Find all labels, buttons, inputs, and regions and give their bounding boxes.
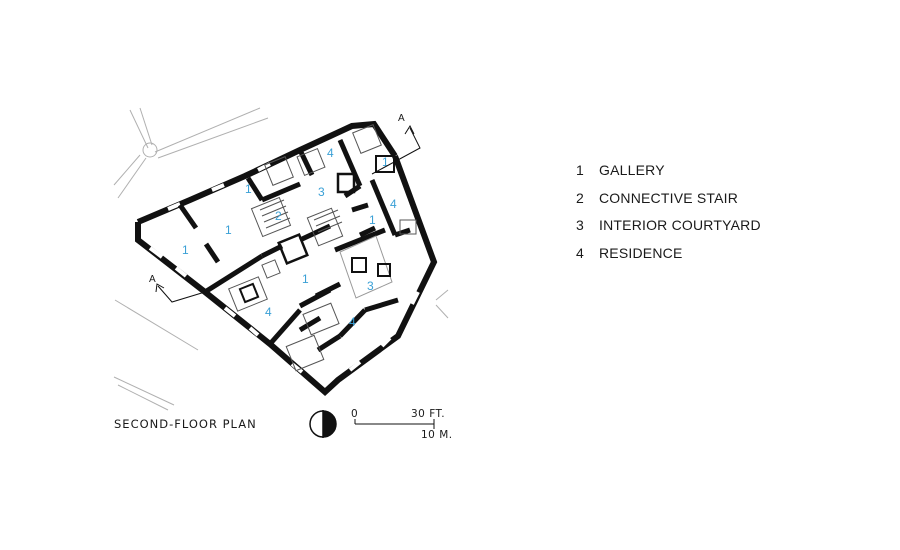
room-label-residence: 4 (327, 146, 334, 160)
room-labels: 1 1 1 1 1 1 2 3 3 4 4 4 4 (182, 146, 397, 329)
room-label-connective-stair: 2 (275, 209, 282, 223)
room-label-gallery: 1 (382, 155, 389, 169)
section-marker-bottom (155, 283, 206, 303)
room-label-gallery: 1 (245, 182, 252, 196)
room-label-residence: 4 (390, 197, 397, 211)
plan-title: SECOND-FLOOR PLAN (114, 417, 257, 431)
legend-number: 2 (576, 189, 584, 206)
room-label-gallery: 1 (182, 243, 189, 257)
interior-walls (177, 139, 411, 353)
legend-item-connective-stair: 2 CONNECTIVE STAIR (576, 190, 836, 218)
room-label-gallery: 1 (369, 213, 376, 227)
legend-item-residence: 4 RESIDENCE (576, 245, 836, 273)
scale-zero-label: 0 (351, 408, 359, 420)
legend: 1 GALLERY 2 CONNECTIVE STAIR 3 INTERIOR … (576, 162, 836, 272)
section-marker-top-label: A (398, 113, 405, 124)
legend-number: 3 (576, 217, 584, 233)
legend-number: 1 (576, 162, 584, 178)
legend-label: RESIDENCE (599, 244, 683, 261)
room-label-gallery: 1 (225, 223, 232, 237)
scale-bar (354, 419, 435, 429)
scale-meters-label: 10 M. (421, 429, 453, 441)
room-label-gallery: 1 (302, 272, 309, 286)
scale-feet-label: 30 FT. (411, 408, 446, 420)
legend-label: CONNECTIVE STAIR (599, 189, 739, 206)
room-label-residence: 4 (349, 315, 356, 329)
legend-number: 4 (576, 244, 584, 261)
room-label-interior-courtyard: 3 (367, 279, 374, 293)
legend-item-interior-courtyard: 3 INTERIOR COURTYARD (576, 217, 836, 245)
window-openings (148, 162, 428, 374)
legend-item-gallery: 1 GALLERY (576, 162, 836, 190)
room-label-residence: 4 (265, 305, 272, 319)
section-marker-bottom-label: A (149, 274, 156, 285)
site-context-lines (113, 107, 449, 411)
north-arrow-icon (309, 410, 337, 438)
legend-label: INTERIOR COURTYARD (599, 217, 761, 233)
legend-label: GALLERY (599, 162, 665, 178)
room-label-interior-courtyard: 3 (318, 185, 325, 199)
section-marker-top (371, 124, 421, 175)
interior-details (228, 124, 417, 372)
